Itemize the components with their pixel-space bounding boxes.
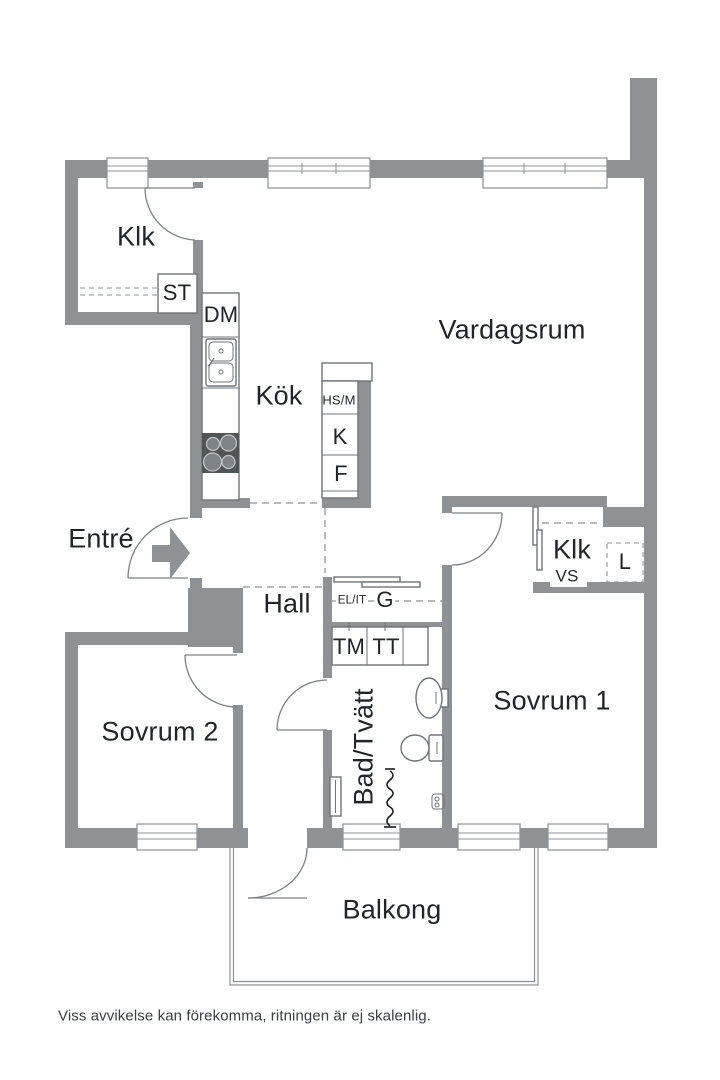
room-label-kok: Kök [255,380,303,411]
window-bad-bottom [342,823,401,851]
room-label-balkong: Balkong [342,894,442,925]
window-sovrum1-bottom-right [547,823,609,851]
door-sovrum2 [184,654,238,708]
floor-drain [431,793,445,810]
radiator [329,776,342,817]
fixture-label-k: K [332,424,348,449]
fixture-label-l: L [618,549,632,574]
fixture-label-tt: TT [372,634,400,659]
washbasin [415,677,449,719]
wall-chimney [630,78,657,162]
door-sovrum1 [451,512,503,566]
elit-closet-doors [333,576,421,588]
window-kitchen-top [267,157,371,189]
fixture-label-tm: TM [332,634,366,659]
st-cabinet [157,273,198,314]
window-sovrum2-bottom [136,823,198,851]
balcony-railing [229,848,539,986]
fixtures [157,273,543,828]
room-label-vardagsrum: Vardagsrum [438,314,586,345]
hsm-cabinet [321,362,373,499]
room-label-klk-left: Klk [116,221,156,252]
window-klk-top [106,157,149,189]
fixture-label-st: ST [162,280,192,305]
disclaimer-text: Viss avvikelse kan förekomma, ritningen … [58,1007,431,1025]
fixture-label-g: G [374,587,396,612]
wardrobe-l-outline [606,542,644,583]
room-label-hall: Hall [263,588,311,619]
window-sovrum1-bottom-left [457,823,521,851]
door-klk-left [144,187,196,241]
entrance-arrow-icon [152,527,190,579]
room-label-klk-right: Klk [552,534,592,565]
room-label-entre: Entré [68,523,134,554]
door-bad [276,679,328,731]
kitchen-sink [205,338,237,387]
shower-curtain [384,768,396,828]
walls [65,78,657,848]
fixture-label-dm: DM [203,302,239,327]
door-entre [127,517,189,579]
room-label-sovrum2: Sovrum 2 [101,716,219,747]
room-label-badtvatt: Bad/Tvätt [348,688,379,806]
klk-right-doors [532,506,543,571]
fixture-label-elit: EL/IT [335,594,369,607]
fixture-label-vs: VS [555,566,579,586]
stove [202,433,239,473]
windows [106,157,609,851]
laundry-appliances [331,623,429,666]
room-label-sovrum1: Sovrum 1 [493,685,611,716]
fixture-label-hsm: HS/M [322,392,356,408]
doors [127,187,503,899]
fixture-label-f: F [334,461,348,486]
door-balkong [247,847,308,899]
window-livingroom-top [482,157,608,189]
toilet [400,734,444,762]
